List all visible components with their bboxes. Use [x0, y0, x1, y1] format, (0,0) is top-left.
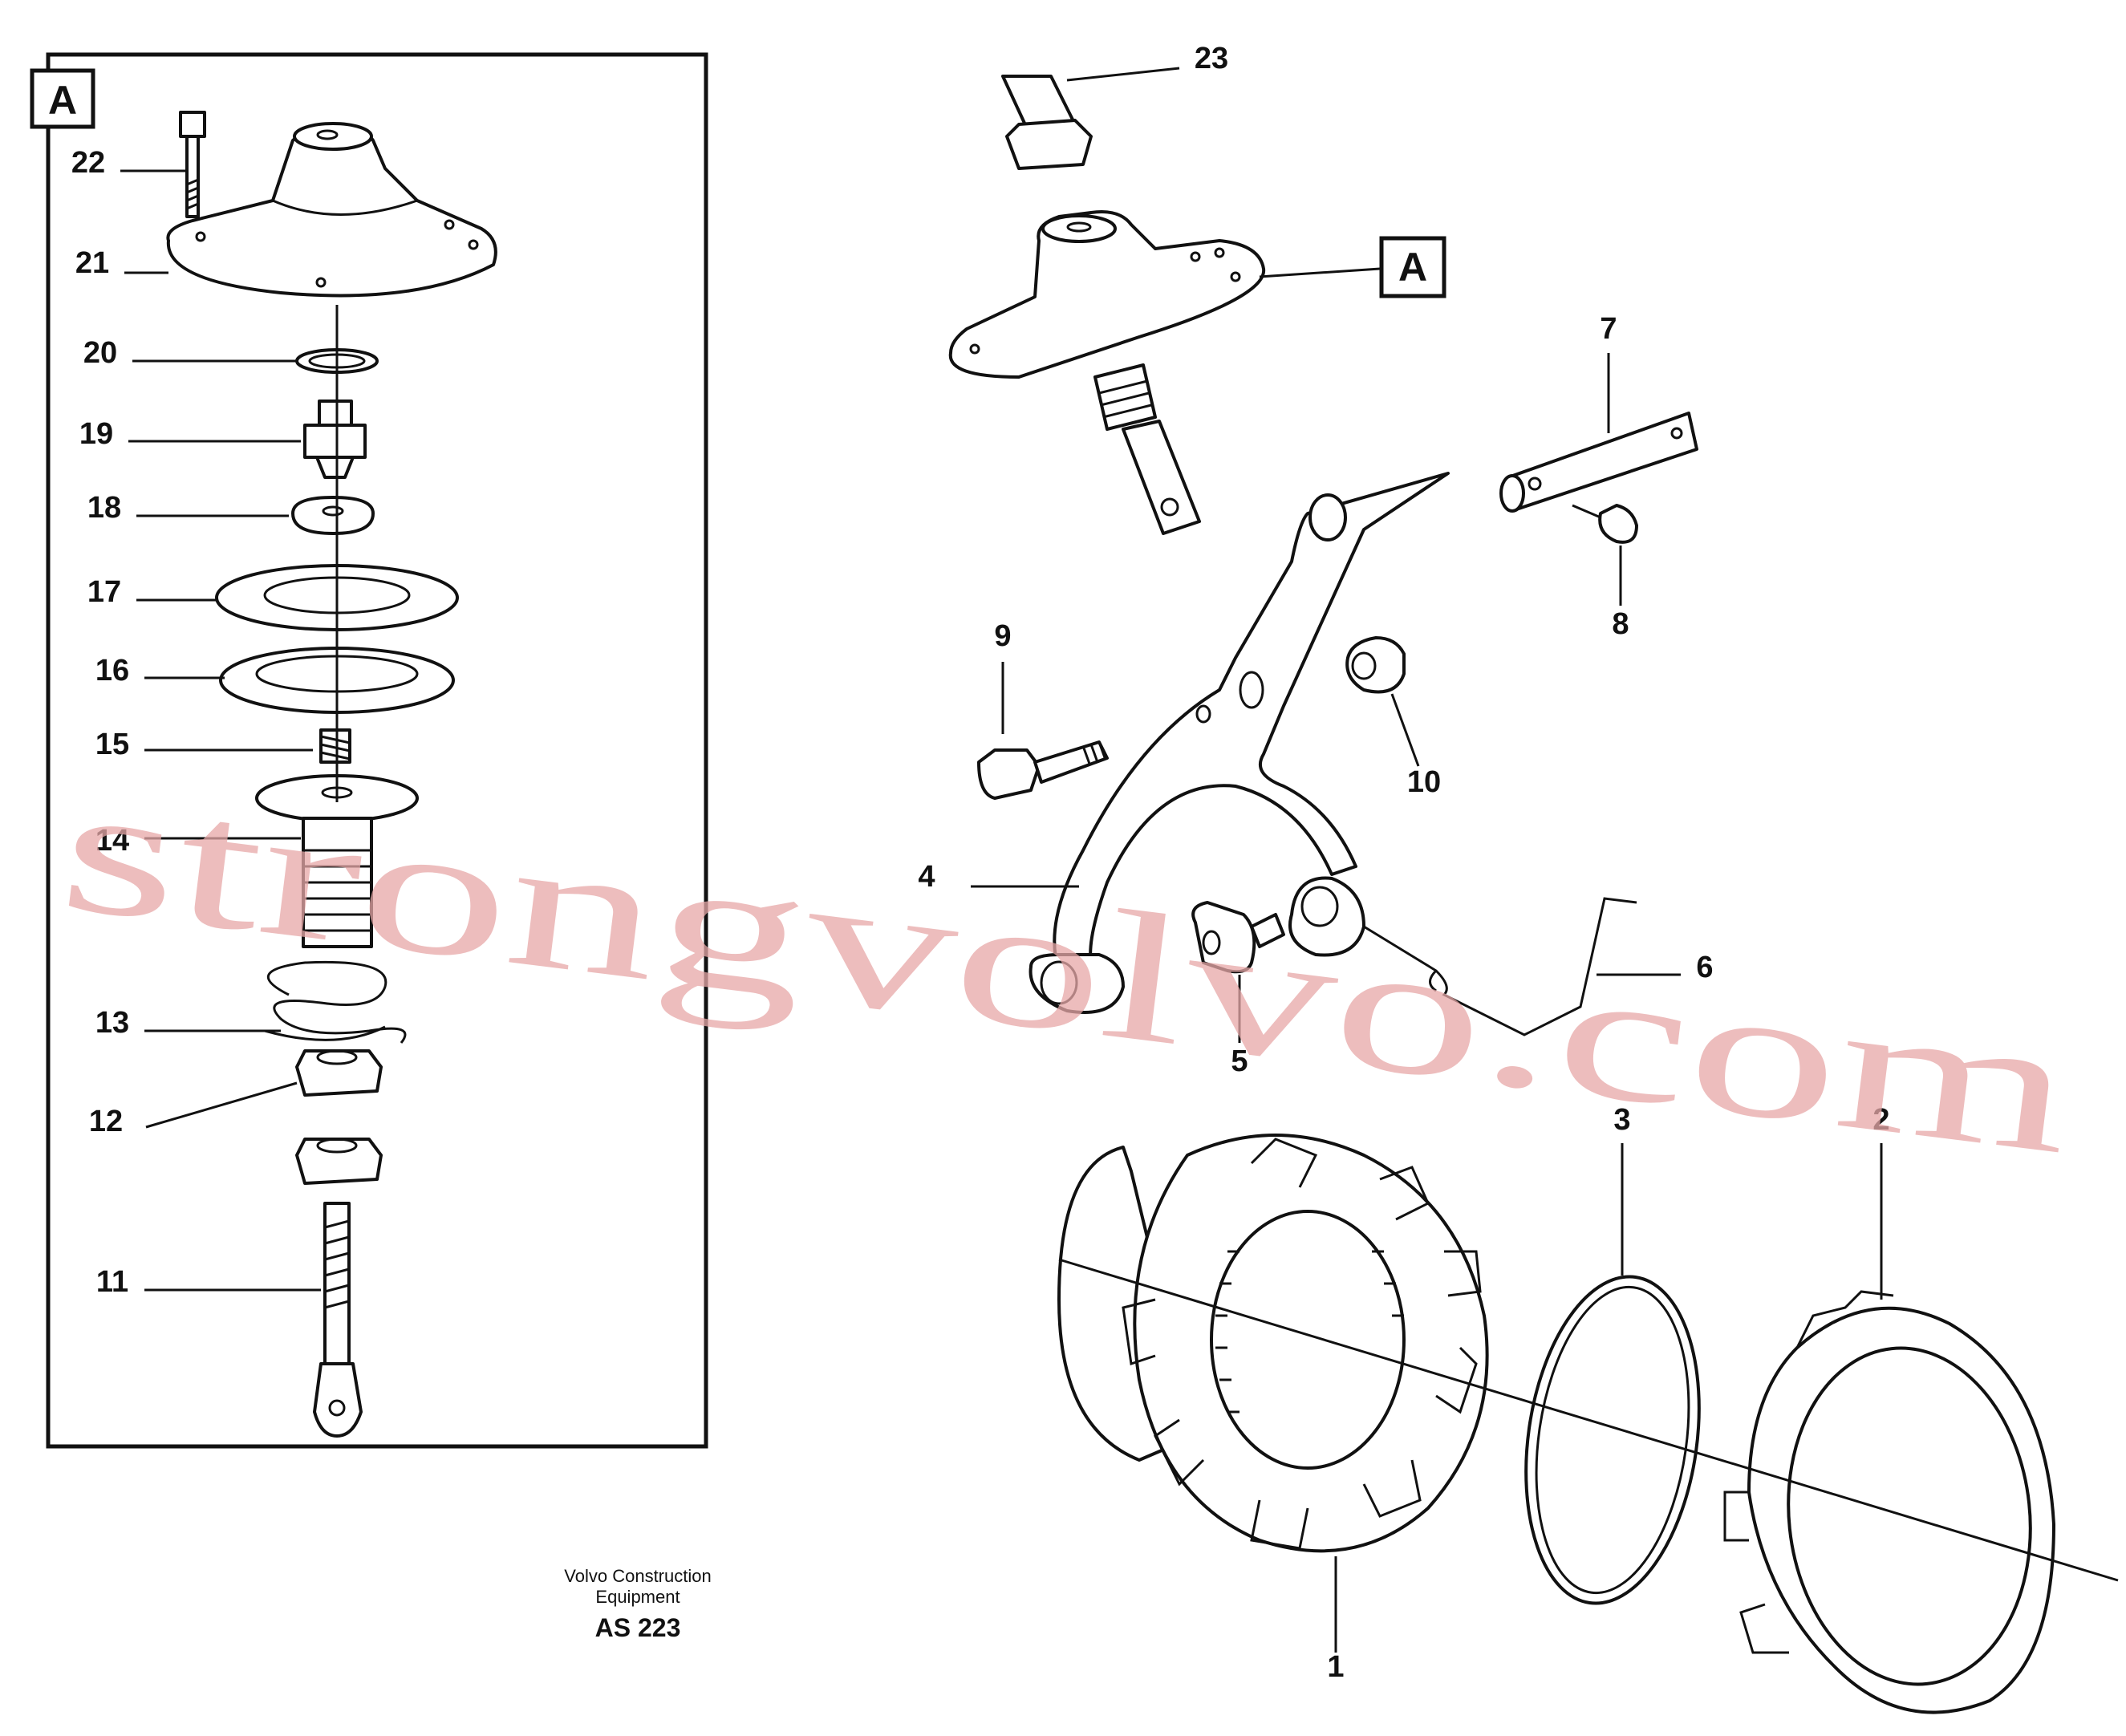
part-8-screw — [1572, 504, 1638, 544]
part-21-flange-cover — [166, 122, 497, 298]
part-7-pin — [1499, 412, 1698, 513]
detail-frame-letter: A — [48, 78, 77, 123]
callout-number-9: 9 — [994, 619, 1011, 653]
part-22-bolt — [179, 111, 206, 218]
axis-line — [1058, 1258, 2119, 1582]
watermark-text: strongvolvo.com — [51, 744, 2083, 1193]
caption-code: AS 223 — [595, 1613, 681, 1642]
part-19-bushing — [303, 400, 367, 479]
callout-number-21: 21 — [75, 246, 109, 280]
callout-number-22: 22 — [71, 146, 105, 180]
caption-line2: Equipment — [595, 1587, 680, 1607]
callout-number-14: 14 — [95, 824, 129, 858]
detail-frame-tag — [30, 68, 95, 129]
callout-number-18: 18 — [87, 491, 121, 525]
callout-number-20: 20 — [83, 336, 117, 370]
callout-number-11: 11 — [96, 1265, 128, 1299]
callout-number-12: 12 — [89, 1105, 123, 1138]
callout-number-2: 2 — [1872, 1103, 1889, 1137]
callout-number-5: 5 — [1231, 1044, 1248, 1078]
callout-number-8: 8 — [1612, 607, 1629, 641]
part-23-rod — [1001, 75, 1093, 170]
callout-A-leader — [1259, 267, 1381, 278]
callout-number-13: 13 — [95, 1006, 129, 1040]
part-11-eye-bolt — [313, 1202, 363, 1438]
callout-leader-23 — [1066, 67, 1180, 82]
callout-A-letter: A — [1398, 245, 1427, 290]
part-2-sleeve — [1723, 1290, 2055, 1714]
callout-number-4: 4 — [918, 860, 935, 894]
callout-number-3: 3 — [1613, 1103, 1630, 1137]
callout-leader-12 — [145, 1081, 298, 1129]
part-3-ring — [1524, 1275, 1701, 1605]
part-6-wire-spring — [1363, 897, 1637, 1036]
callout-number-16: 16 — [95, 654, 129, 688]
callout-number-15: 15 — [95, 728, 129, 761]
part-1-coupling-hub — [1057, 1134, 1489, 1553]
main-flange-cover — [948, 210, 1266, 535]
part-15-spring — [319, 728, 351, 764]
part-13-coil-spring — [264, 960, 407, 1044]
part-18-washer — [291, 496, 375, 535]
part-5-shift-shoe — [1191, 901, 1285, 974]
callout-number-23: 23 — [1195, 42, 1228, 75]
part-12-nuts — [295, 1049, 383, 1185]
part-10-nut — [1345, 636, 1406, 694]
callout-number-19: 19 — [79, 417, 113, 451]
callout-leader-10 — [1390, 693, 1420, 767]
callout-A-box — [1379, 236, 1446, 298]
callout-number-17: 17 — [87, 575, 121, 609]
detail-frame — [46, 52, 708, 1449]
callout-number-10: 10 — [1407, 765, 1441, 799]
part-4-shift-fork — [1029, 472, 1450, 1014]
callout-number-1: 1 — [1327, 1650, 1344, 1684]
callout-number-6: 6 — [1696, 951, 1713, 984]
callout-number-7: 7 — [1600, 312, 1617, 346]
caption-line1: Volvo Construction — [564, 1566, 711, 1586]
part-9-bolt — [977, 740, 1109, 800]
